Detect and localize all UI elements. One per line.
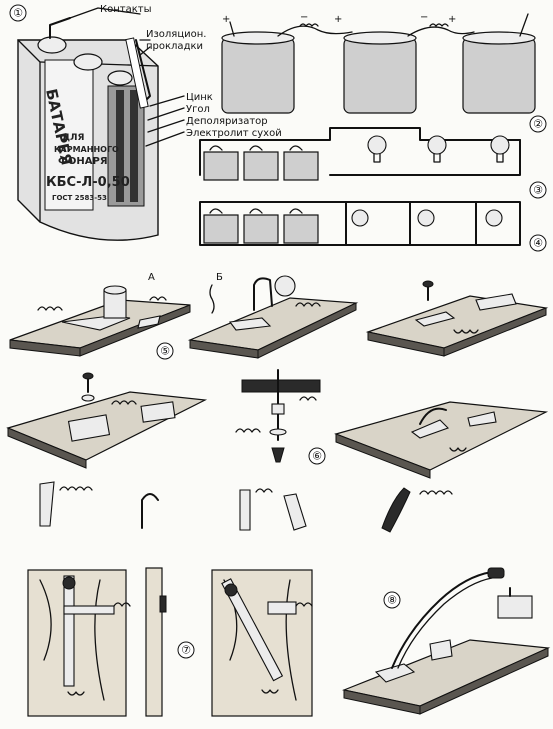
polarity-plus-1: + xyxy=(222,14,230,25)
battery-label-pocket: КАРМАННОГО xyxy=(54,145,119,154)
figure-number-1-circle xyxy=(9,4,27,22)
contact-details-row xyxy=(39,481,453,533)
variant-label-b: Б xyxy=(216,272,223,283)
polarity-minus-2: − xyxy=(420,12,428,23)
slide-switch-side-view xyxy=(145,567,167,717)
figure-number-5-circle xyxy=(156,342,174,360)
battery-cutaway: БАТАРЕЯ ДЛЯ КАРМАННОГО ФОНАРЯ КБС-Л-0,50… xyxy=(17,17,159,241)
figure-number-1: ① xyxy=(13,7,23,20)
label-contacts: Контакты xyxy=(100,4,151,15)
label-zinc: Цинк xyxy=(186,92,213,103)
battery-callout-lines xyxy=(69,7,185,147)
contact-board-right xyxy=(334,401,549,479)
figure-number-4-circle xyxy=(529,234,547,252)
lever-switch xyxy=(341,567,551,715)
series-batteries xyxy=(221,13,536,114)
label-insulation-1: Изоляцион. xyxy=(146,29,206,40)
variant-label-a: А xyxy=(148,272,155,283)
label-electrolyte: Электролит сухой xyxy=(186,128,282,139)
switch-variant-b xyxy=(187,275,359,359)
battery-label-gost: ГОСТ 2583-53 xyxy=(52,194,107,202)
label-insulation-2: прокладки xyxy=(146,41,203,52)
figure-number-7: ⑦ xyxy=(181,644,191,657)
polarity-plus-2: + xyxy=(334,14,342,25)
slide-switch-plank-1 xyxy=(27,569,131,717)
polarity-minus-1: − xyxy=(300,12,308,23)
figure-number-2: ② xyxy=(533,118,543,131)
slide-switch-plank-2 xyxy=(211,569,313,717)
figure-number-8-circle xyxy=(383,591,401,609)
parallel-circuit xyxy=(199,201,521,246)
contact-board-left xyxy=(6,372,208,469)
figure-number-6-circle xyxy=(308,447,326,465)
label-carbon: Угол xyxy=(186,104,210,115)
figure-number-5: ⑤ xyxy=(160,345,170,358)
battery-label-model: КБС-Л-0,50 xyxy=(46,175,130,190)
figure-number-3-circle xyxy=(529,181,547,199)
battery-label-for: ДЛЯ xyxy=(62,133,84,143)
contact-parts-center xyxy=(235,369,321,463)
battery-label-torch: ФОНАРЯ xyxy=(58,156,108,167)
switch-variant-c xyxy=(365,280,549,357)
figure-number-2-circle xyxy=(529,115,547,133)
figure-number-3: ③ xyxy=(533,184,543,197)
series-circuit xyxy=(199,127,521,181)
switch-variant-a xyxy=(9,285,191,357)
figure-number-6: ⑥ xyxy=(312,450,322,463)
figure-number-8: ⑧ xyxy=(387,594,397,607)
label-depolarizer: Деполяризатор xyxy=(186,116,268,127)
polarity-plus-3: + xyxy=(448,14,456,25)
figure-number-4: ④ xyxy=(533,237,543,250)
figure-number-7-circle xyxy=(177,641,195,659)
